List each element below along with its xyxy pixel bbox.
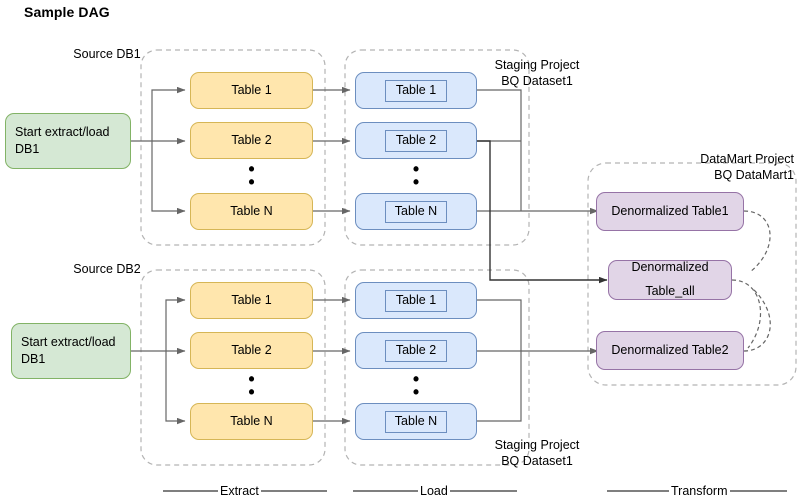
- extract2-ellipsis-dot1: •: [248, 369, 255, 389]
- label-staging-top: Staging Project BQ Dataset1: [482, 58, 592, 89]
- extract2-ellipsis: • •: [190, 369, 313, 402]
- phase-label-load: Load: [418, 484, 450, 498]
- edges-load2-to-denorm2: [477, 299, 599, 422]
- denormalized-table2-label: Denormalized Table2: [611, 343, 729, 358]
- page-title: Sample DAG: [24, 4, 110, 20]
- extract1-table-2-label: Table 2: [231, 133, 272, 148]
- label-staging-top-line2: BQ Dataset1: [501, 73, 573, 88]
- load2-table-2[interactable]: Table 2: [355, 332, 477, 369]
- denormalized-table1[interactable]: Denormalized Table1: [596, 192, 744, 231]
- start-node-db1-line2: DB1: [15, 142, 40, 156]
- load2-table-1[interactable]: Table 1: [355, 282, 477, 319]
- label-datamart-line1: DataMart Project: [700, 152, 794, 166]
- edges-load1-to-denorm1: [477, 89, 599, 215]
- load2-table-2-inner: Table 2: [385, 339, 447, 362]
- denormalized-table-all-line2: Table_all: [645, 284, 695, 298]
- extract2-ellipsis-dot2: •: [248, 382, 255, 402]
- denormalized-table-all-line1: Denormalized: [631, 260, 709, 275]
- start-node-db2[interactable]: Start extract/load DB1: [11, 323, 131, 379]
- load1-table-2-inner: Table 2: [385, 129, 447, 152]
- load1-table-n-label: Table N: [394, 204, 438, 219]
- load1-table-2-label: Table 2: [395, 133, 437, 148]
- extract2-table-n-label: Table N: [230, 414, 273, 429]
- phase-label-transform-text: Transform: [671, 484, 728, 498]
- label-datamart: DataMart Project BQ DataMart1: [660, 152, 794, 183]
- phase-label-load-text: Load: [420, 484, 448, 498]
- load2-ellipsis: • •: [355, 369, 477, 402]
- load2-ellipsis-dot2: •: [412, 382, 420, 402]
- edges-to-denorm-table-all: [477, 140, 608, 284]
- start-node-db2-line2: DB1: [21, 352, 46, 366]
- load2-table-n-label: Table N: [394, 414, 438, 429]
- load1-table-n[interactable]: Table N: [355, 193, 477, 230]
- load1-table-2[interactable]: Table 2: [355, 122, 477, 159]
- start-node-db2-line1: Start extract/load: [21, 335, 116, 350]
- load2-ellipsis-dot1: •: [412, 369, 420, 389]
- load1-ellipsis-dot1: •: [412, 159, 420, 179]
- load1-table-1-inner: Table 1: [385, 79, 447, 102]
- denormalized-table2[interactable]: Denormalized Table2: [596, 331, 744, 370]
- extract2-table-2-label: Table 2: [231, 343, 272, 358]
- edges-extract-2: [131, 296, 186, 425]
- edges-extract-1: [131, 86, 186, 215]
- phase-label-extract: Extract: [218, 484, 261, 498]
- extract2-table-n[interactable]: Table N: [190, 403, 313, 440]
- extract1-table-n-label: Table N: [230, 204, 273, 219]
- load1-table-1[interactable]: Table 1: [355, 72, 477, 109]
- start-node-db2-text: Start extract/load DB1: [21, 334, 116, 368]
- edges-extract1-to-load1: [313, 86, 351, 215]
- phase-label-transform: Transform: [669, 484, 730, 498]
- extract1-table-1[interactable]: Table 1: [190, 72, 313, 109]
- load2-table-1-inner: Table 1: [385, 289, 447, 312]
- extract1-ellipsis-dot2: •: [248, 172, 255, 192]
- load2-table-2-label: Table 2: [395, 343, 437, 358]
- extract2-table-2[interactable]: Table 2: [190, 332, 313, 369]
- extract1-table-2[interactable]: Table 2: [190, 122, 313, 159]
- extract2-table-1[interactable]: Table 1: [190, 282, 313, 319]
- extract1-ellipsis-dot1: •: [248, 159, 255, 179]
- edges-datamart-feedback: [731, 210, 771, 352]
- load2-table-n[interactable]: Table N: [355, 403, 477, 440]
- phase-label-extract-text: Extract: [220, 484, 259, 498]
- denormalized-table1-label: Denormalized Table1: [611, 204, 729, 219]
- start-node-db1-line1: Start extract/load: [15, 125, 110, 140]
- label-datamart-line2: BQ DataMart1: [714, 167, 794, 182]
- extract1-table-1-label: Table 1: [231, 83, 272, 98]
- label-staging-bottom-line2: BQ Dataset1: [501, 453, 573, 468]
- load2-table-n-inner: Table N: [385, 410, 447, 433]
- label-source-db1: Source DB1: [73, 47, 141, 61]
- label-staging-bottom-line1: Staging Project: [494, 438, 580, 452]
- load1-ellipsis-dot2: •: [412, 172, 420, 192]
- load1-table-1-label: Table 1: [395, 83, 437, 98]
- load2-table-1-label: Table 1: [395, 293, 437, 308]
- start-node-db1[interactable]: Start extract/load DB1: [5, 113, 131, 169]
- start-node-db1-text: Start extract/load DB1: [15, 124, 110, 158]
- label-source-db2: Source DB2: [73, 262, 141, 276]
- edges-extract2-to-load2: [313, 296, 351, 425]
- label-staging-top-line1: Staging Project: [494, 58, 580, 72]
- denormalized-table-all[interactable]: Denormalized Table_all: [608, 260, 732, 300]
- load1-ellipsis: • •: [355, 159, 477, 192]
- label-staging-bottom: Staging Project BQ Dataset1: [482, 438, 592, 469]
- extract2-table-1-label: Table 1: [231, 293, 272, 308]
- extract1-table-n[interactable]: Table N: [190, 193, 313, 230]
- extract1-ellipsis: • •: [190, 159, 313, 192]
- load1-table-n-inner: Table N: [385, 200, 447, 223]
